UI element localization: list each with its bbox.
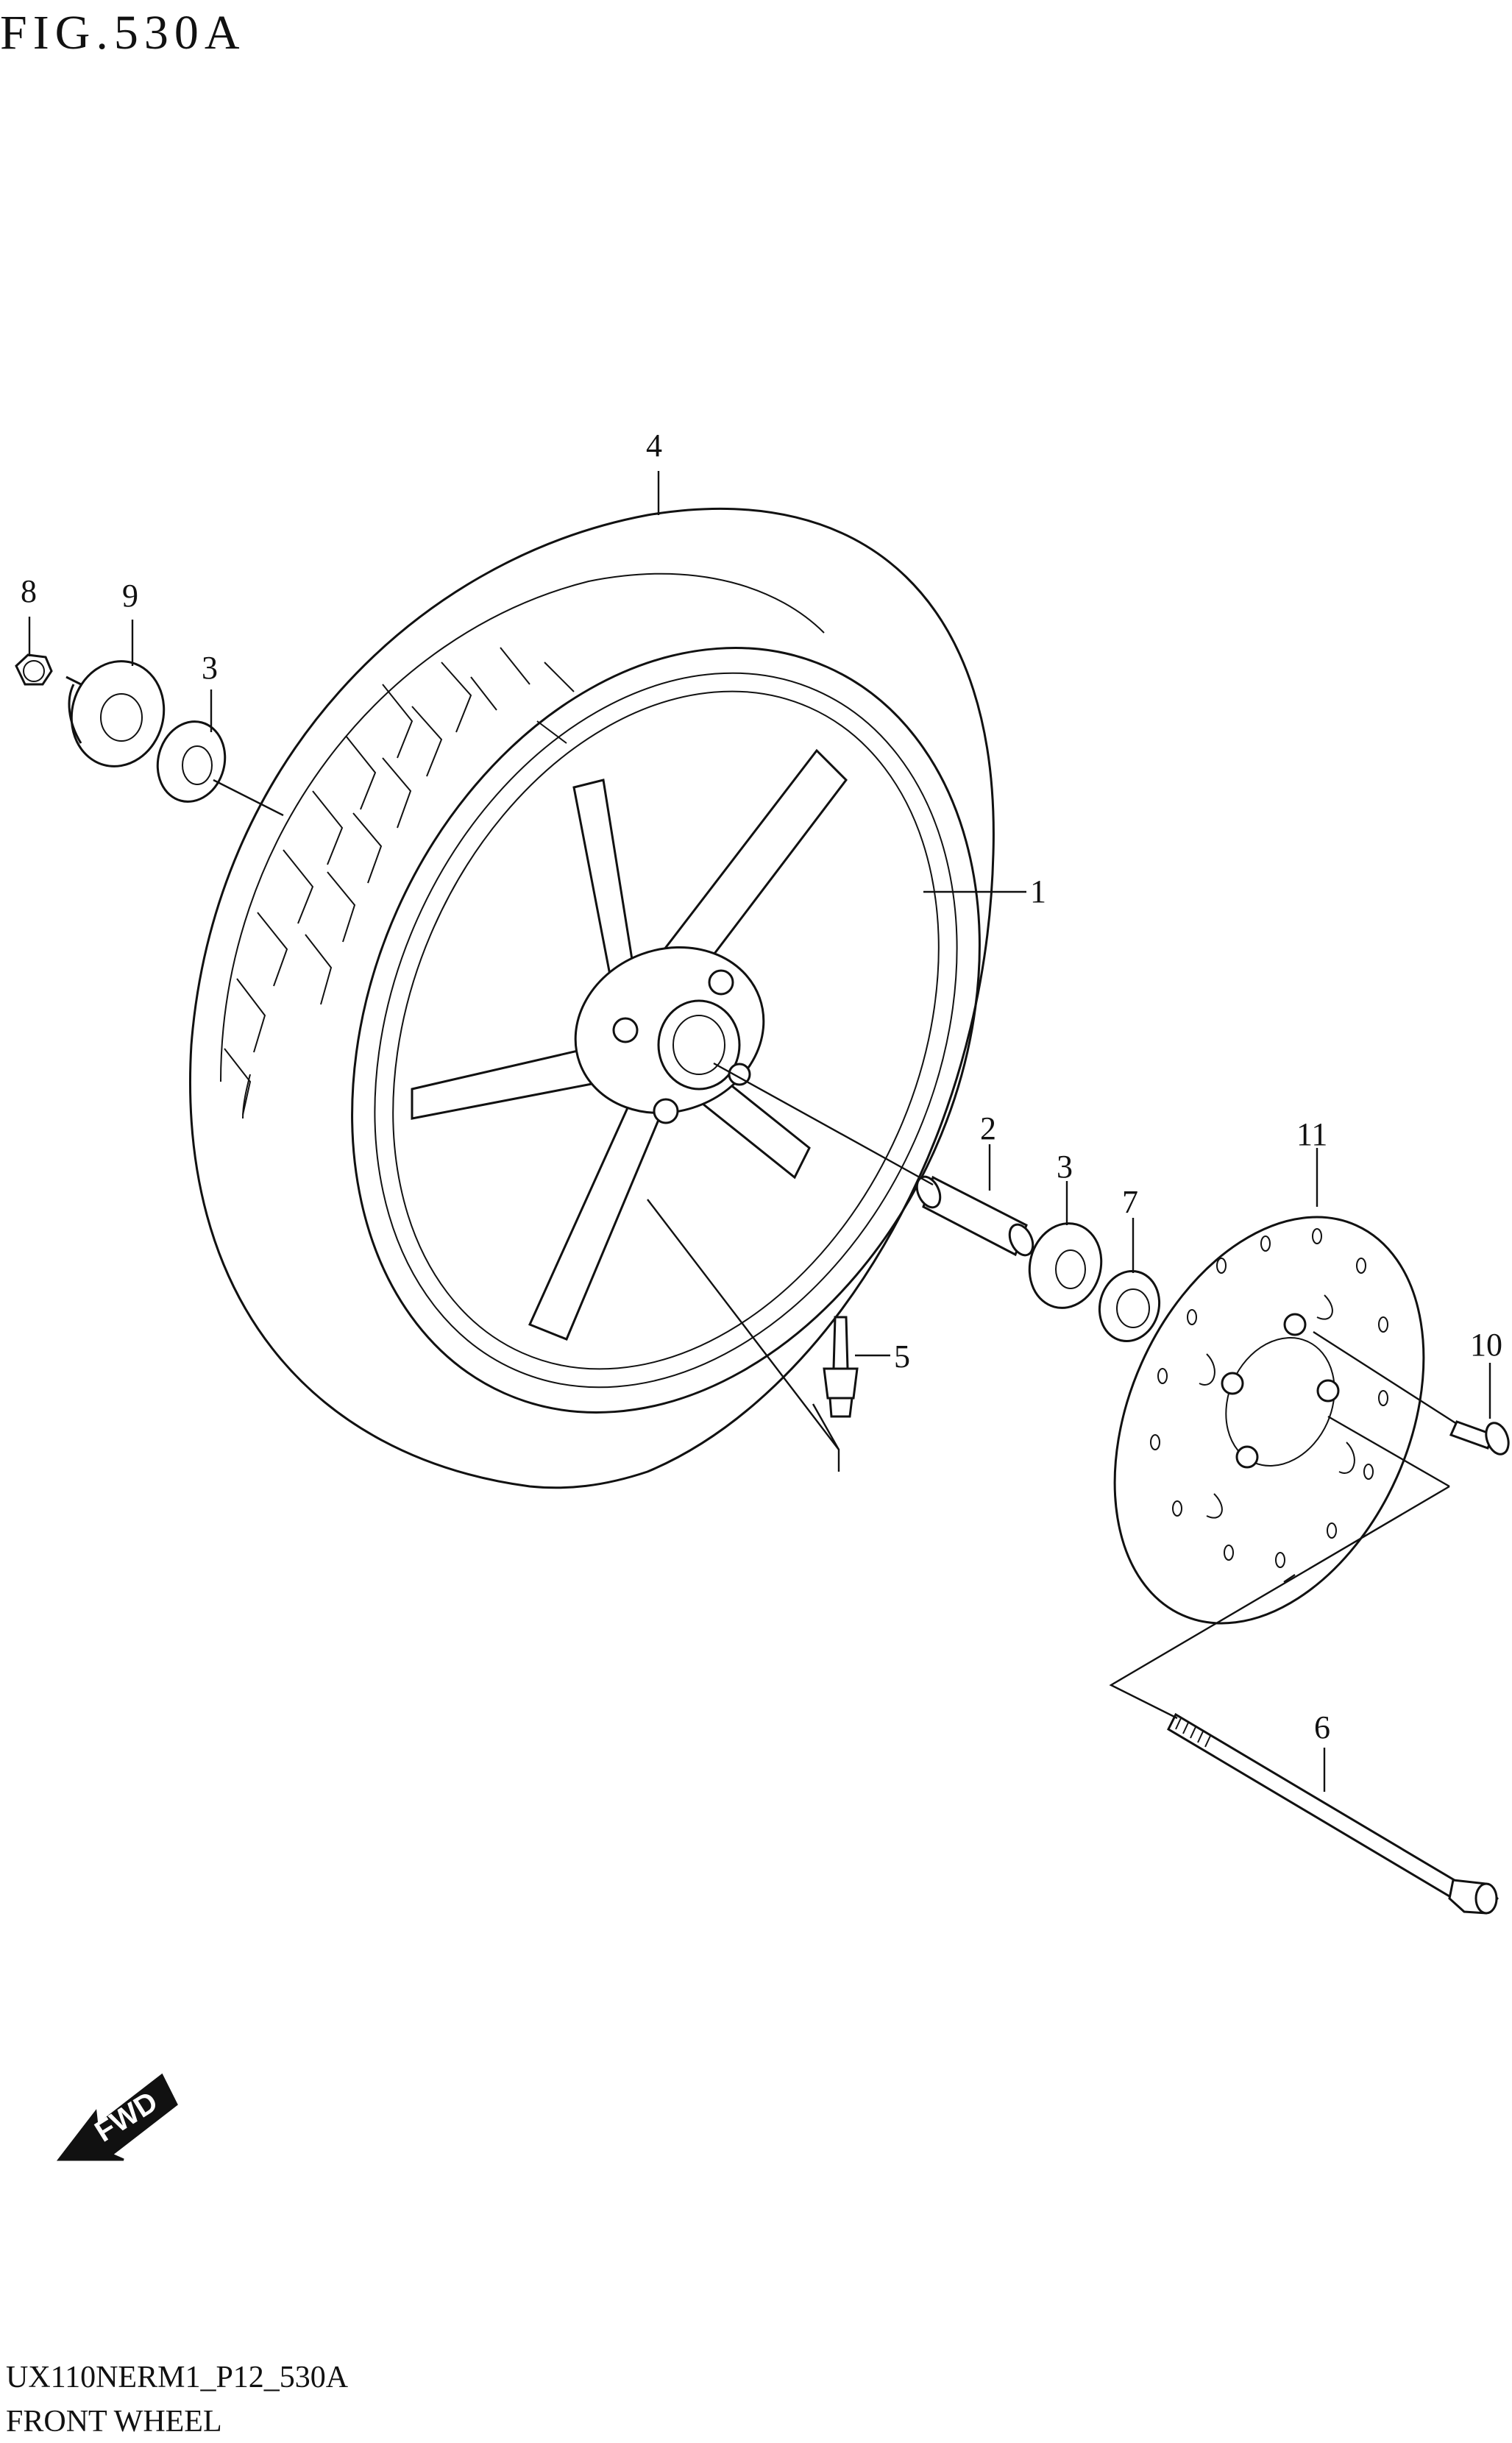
tire: [189, 508, 995, 1489]
footer-code: UX110NERM1_P12_530A: [6, 2361, 349, 2394]
footer-section: FRONT WHEEL: [6, 2405, 222, 2439]
fwd-arrow: FWD: [56, 2073, 178, 2161]
callout-4: 4: [646, 428, 662, 464]
callout-7: 7: [1122, 1184, 1138, 1220]
callout-5: 5: [894, 1338, 910, 1375]
callout-1: 1: [1030, 873, 1046, 910]
callout-11: 11: [1296, 1116, 1327, 1152]
callout-3-left: 3: [202, 650, 218, 686]
collar-part-9: [65, 660, 166, 767]
axle-part-6: [1167, 1712, 1499, 1915]
callout-10: 10: [1470, 1327, 1502, 1363]
bolt-part-10: [1449, 1420, 1510, 1455]
bearing-part-3-left: [156, 720, 227, 803]
bearing-part-3-right: [1028, 1222, 1103, 1309]
dust-seal-part-7: [1098, 1269, 1161, 1343]
spacer-part-2: [915, 1175, 1034, 1257]
wheel-rim: [351, 647, 981, 1414]
valve-part-5: [823, 1316, 859, 1418]
callout-9: 9: [122, 578, 138, 614]
figure-title: FIG.530A: [0, 6, 246, 60]
callout-2: 2: [980, 1110, 996, 1146]
callout-3-right: 3: [1057, 1149, 1073, 1185]
callout-6: 6: [1314, 1709, 1330, 1745]
leader-lines: [28, 471, 1491, 1792]
callout-labels: 4 1 8 9 3 2 3 7 11 10 5 6: [21, 428, 1502, 1745]
callout-8: 8: [21, 573, 37, 609]
brake-disc-part-11: [1113, 1216, 1425, 1625]
nut-part-8: [15, 653, 53, 686]
